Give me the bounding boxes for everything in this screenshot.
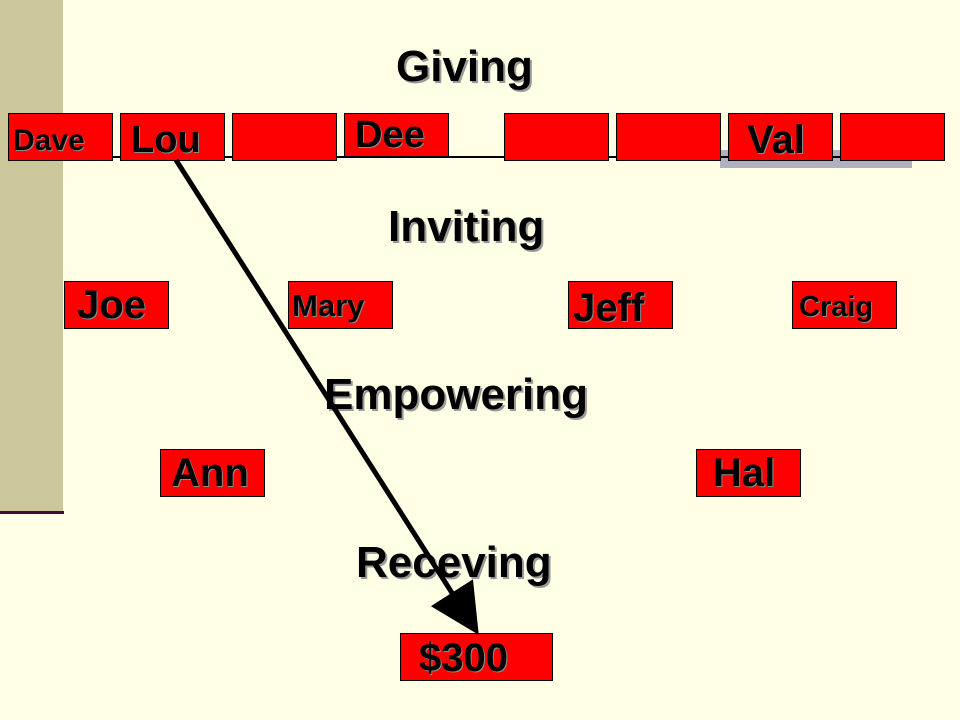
sidebar-decoration [0,0,63,512]
inviting-label-mary: Mary [292,288,365,323]
result-box: $300 [400,633,553,681]
giving-box-empty-4 [840,113,945,161]
inviting-box-mary: Mary [288,281,393,329]
inviting-box-craig: Craig [792,281,897,329]
inviting-label-craig: Craig [799,291,874,323]
giving-box-val: Val [728,113,833,161]
heading-empowering: Empowering [324,370,589,419]
inviting-box-joe: Joe [64,281,169,329]
giving-label-lou: Lou [131,119,201,161]
giving-row-line [8,156,944,158]
giving-box-dee: Dee [344,113,449,157]
empowering-label-ann: Ann [171,451,249,495]
giving-box-empty-2 [504,113,609,161]
inviting-label-jeff: Jeff [573,286,645,330]
giving-box-lou: Lou [120,113,225,161]
giving-label-dave: Dave [13,124,85,157]
empowering-label-hal: Hal [713,451,776,495]
sidebar-underline [0,511,64,514]
inviting-box-jeff: Jeff [568,281,673,329]
empowering-box-ann: Ann [160,449,265,497]
giving-box-dave: Dave [8,113,113,161]
giving-label-val: Val [747,118,805,162]
inviting-label-joe: Joe [77,283,146,327]
giving-label-dee: Dee [355,114,425,156]
empowering-box-hal: Hal [696,449,801,497]
result-label: $300 [419,636,508,680]
heading-inviting: Inviting [388,202,545,251]
giving-box-empty-3 [616,113,721,161]
heading-giving: Giving [396,42,533,91]
heading-receiving: Receving [356,538,552,587]
giving-box-empty-1 [232,113,337,161]
